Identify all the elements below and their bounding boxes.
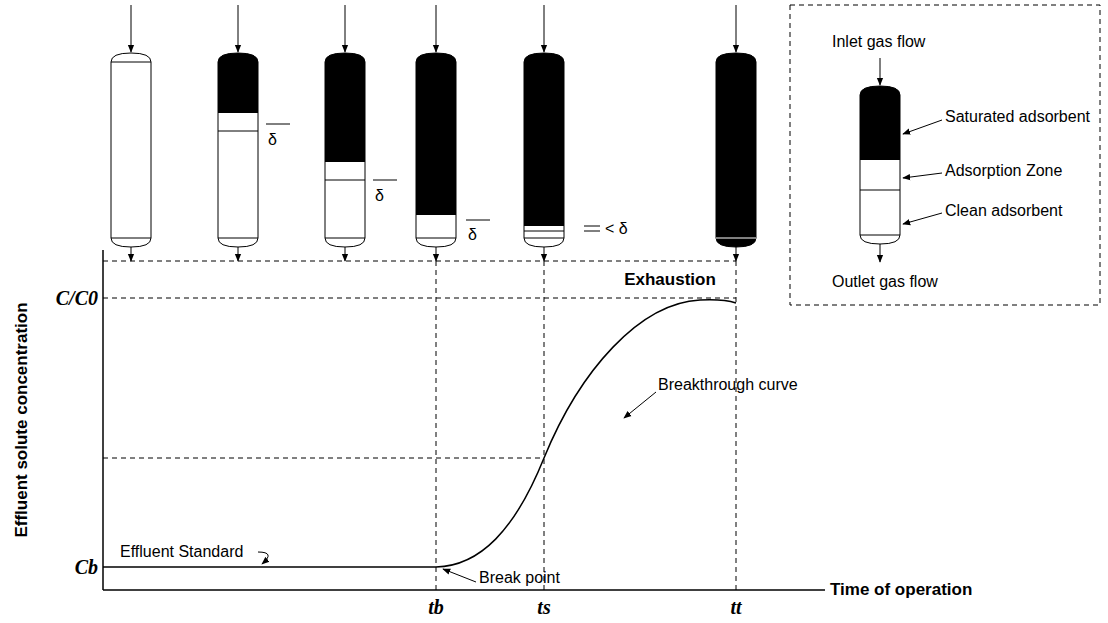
column-rim bbox=[416, 62, 456, 63]
column-rim bbox=[716, 238, 756, 239]
inlet-arrow bbox=[131, 5, 132, 52]
column-rim bbox=[325, 238, 365, 239]
column-rim bbox=[416, 238, 456, 239]
legend-label: Adsorption Zone bbox=[945, 162, 1062, 180]
saturated-zone bbox=[416, 62, 456, 215]
inlet-arrow bbox=[544, 5, 545, 52]
break-point-label: Break point bbox=[479, 569, 560, 587]
saturated-cap bbox=[218, 53, 258, 62]
zone-thickness: δ bbox=[468, 226, 477, 244]
column-rim bbox=[524, 238, 564, 239]
effluent-standard-label: Effluent Standard bbox=[120, 543, 243, 561]
saturated-cap bbox=[325, 53, 365, 62]
column-shell bbox=[416, 53, 456, 247]
saturated-cap bbox=[416, 53, 456, 62]
inlet-arrow bbox=[436, 5, 437, 52]
column-shell bbox=[111, 53, 151, 247]
column-rim bbox=[111, 62, 151, 63]
zone-boundary bbox=[860, 190, 900, 191]
column-shell bbox=[524, 53, 564, 247]
zone-boundary bbox=[218, 131, 258, 132]
saturated-cap bbox=[524, 53, 564, 62]
zone-thickness: δ bbox=[268, 131, 277, 149]
axis-title: Effluent solute concentration bbox=[13, 302, 32, 537]
column-rim bbox=[860, 95, 900, 96]
column-rim bbox=[524, 62, 564, 63]
column-shell bbox=[716, 53, 756, 247]
outlet-arrow bbox=[436, 247, 437, 261]
outlet-arrow bbox=[345, 247, 346, 261]
inlet-arrow bbox=[238, 5, 239, 52]
outlet-arrow bbox=[544, 247, 545, 261]
axis-tick-label: Cb bbox=[75, 556, 98, 578]
curve-label: Breakthrough curve bbox=[658, 376, 798, 394]
column-shell bbox=[218, 53, 258, 247]
axis-tick-label: tb bbox=[428, 596, 444, 618]
saturated-zone bbox=[325, 62, 365, 162]
column-rim bbox=[325, 62, 365, 63]
zone-thickness: δ bbox=[375, 187, 384, 205]
legend-label: Outlet gas flow bbox=[832, 273, 938, 291]
column-shell bbox=[325, 53, 365, 247]
legend-label: Inlet gas flow bbox=[832, 33, 925, 51]
adsorption-columns bbox=[111, 5, 900, 262]
inlet-arrow bbox=[736, 5, 737, 52]
outlet-arrow bbox=[238, 247, 239, 261]
outlet-arrow bbox=[131, 247, 132, 261]
legend-label: Clean adsorbent bbox=[945, 202, 1062, 220]
inlet-arrow bbox=[880, 58, 881, 85]
guide-lines bbox=[103, 5, 1100, 590]
axes bbox=[103, 250, 825, 590]
column-rim bbox=[218, 62, 258, 63]
column-rim bbox=[111, 238, 151, 239]
legend-label: Saturated adsorbent bbox=[945, 108, 1090, 126]
axis-tick-label: C/C0 bbox=[56, 287, 98, 309]
inlet-arrow bbox=[345, 5, 346, 52]
zone-boundary bbox=[524, 231, 564, 232]
column-rim bbox=[860, 235, 900, 236]
axis-tick-label: tt bbox=[730, 596, 741, 618]
outlet-arrow bbox=[736, 247, 737, 261]
outlet-arrow bbox=[880, 244, 881, 262]
column-shell bbox=[860, 86, 900, 244]
zone-boundary bbox=[325, 180, 365, 181]
zone-thickness: < δ bbox=[605, 220, 628, 238]
axis-title: Time of operation bbox=[830, 581, 972, 600]
saturated-zone bbox=[860, 95, 900, 160]
saturated-cap bbox=[860, 86, 900, 95]
axis-tick-label: ts bbox=[537, 596, 550, 618]
saturated-zone bbox=[218, 62, 258, 113]
column-rim bbox=[716, 62, 756, 63]
saturated-zone bbox=[524, 62, 564, 226]
column-rim bbox=[218, 238, 258, 239]
exhaustion-label: Exhaustion bbox=[624, 271, 716, 290]
